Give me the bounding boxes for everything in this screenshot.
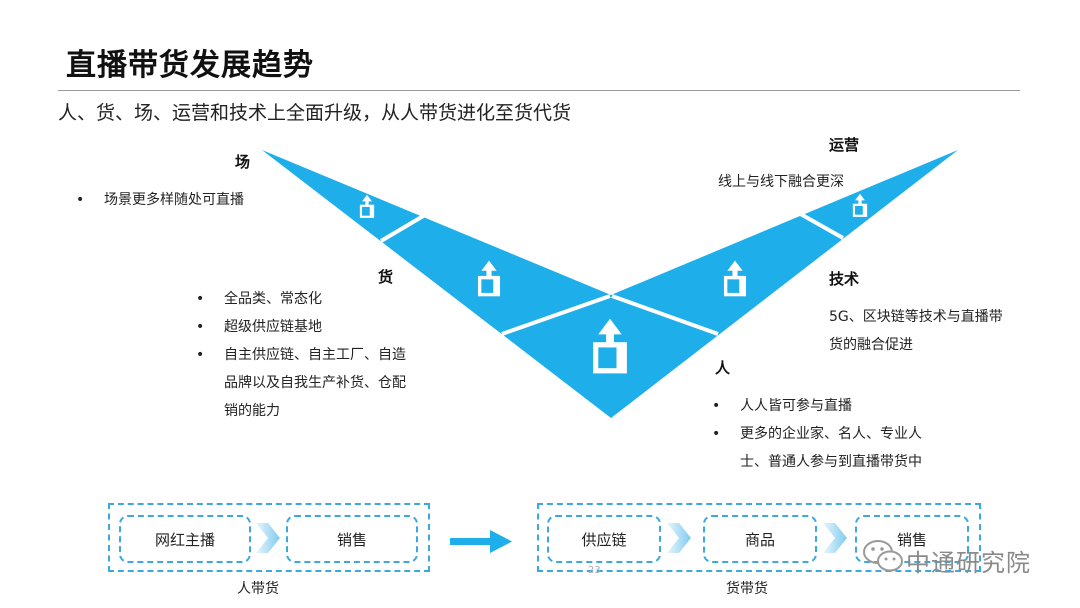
upload-box-icon (359, 194, 375, 218)
jishu-label: 技术 (829, 270, 860, 288)
divider-ren-jishu (611, 294, 719, 336)
flow-caption-left: 人带货 (237, 581, 279, 597)
ren-label: 人 (715, 359, 731, 377)
jishu-text: 5G、区块链等技术与直播带货的融合促进 (829, 309, 1003, 353)
flow-box-supply-chain: 供应链 (547, 515, 661, 563)
chang-label: 场 (235, 153, 251, 171)
divider-huo-ren (501, 294, 611, 336)
upload-box-icon (723, 260, 747, 297)
flow-group-left (108, 503, 430, 572)
huo-label: 货 (378, 268, 394, 286)
flow-box-sales-right: 销售 (855, 515, 969, 563)
list-item: •自主供应链、自主工厂、自造品牌以及自我生产补货、仓配销的能力 (196, 347, 406, 419)
list-item: •更多的企业家、名人、专业人士、普通人参与到直播带货中 (712, 426, 922, 470)
chevron-right-icon (256, 523, 280, 553)
list-item: •超级供应链基地 (196, 319, 322, 335)
yunying-text: 线上与线下融合更深 (718, 174, 844, 190)
upload-box-icon (593, 318, 627, 374)
page-subtitle: 人、货、场、运营和技术上全面升级，从人带货进化至货代货 (58, 102, 572, 124)
flow-box-sales-left: 销售 (286, 515, 418, 563)
flow-caption-right: 货带货 (726, 581, 768, 597)
huo-list: •全品类、常态化 •超级供应链基地 •自主供应链、自主工厂、自造品牌以及自我生产… (196, 285, 414, 425)
title-divider (58, 90, 1020, 91)
page-number: 23 (588, 565, 601, 576)
watermark-text: 中通研究院 (906, 549, 1031, 577)
flow-box-goods: 商品 (703, 515, 817, 563)
flow-group-right (537, 503, 981, 572)
upload-box-icon (852, 193, 868, 217)
list-item: •全品类、常态化 (196, 291, 322, 307)
divider-jishu-yunying (796, 210, 844, 240)
wechat-icon (863, 540, 903, 572)
list-item: •人人皆可参与直播 (712, 398, 852, 414)
divider-chang-huo (379, 210, 432, 243)
yunying-label: 运营 (829, 136, 860, 154)
chevron-right-icon (823, 523, 847, 553)
arrow-right-icon (450, 530, 512, 553)
chang-list: •场景更多样随处可直播 (76, 186, 296, 214)
ren-list: •人人皆可参与直播 •更多的企业家、名人、专业人士、普通人参与到直播带货中 (712, 392, 922, 476)
list-item: •场景更多样随处可直播 (76, 192, 244, 208)
upload-box-icon (477, 260, 501, 297)
chevron-right-icon (667, 523, 691, 553)
page-title: 直播带货发展趋势 (66, 48, 314, 83)
flow-box-streamer: 网红主播 (119, 515, 251, 563)
